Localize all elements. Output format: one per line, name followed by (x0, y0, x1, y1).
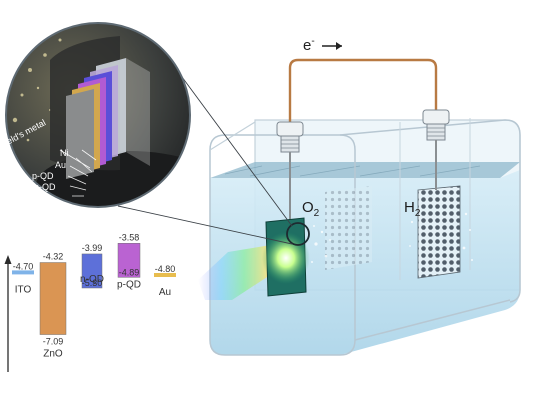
inset-label-pqd-2: p-QD (34, 182, 56, 192)
external-circuit (276, 58, 450, 222)
inset-ring (5, 22, 191, 208)
inset-label-ni: Ni (60, 148, 69, 158)
water-tank (209, 118, 521, 356)
label-au: Au (159, 287, 171, 298)
hydrogen-label: H2 (404, 199, 421, 219)
wire (288, 58, 438, 132)
zoom-lines (117, 57, 293, 245)
inset-label-zno: ZnO (32, 193, 50, 203)
label-n-qd: n-QD (80, 274, 104, 285)
cathode-mesh (418, 186, 460, 278)
electron-label: e- (303, 36, 315, 54)
level-bottom-zno: -7.09 (43, 337, 64, 347)
label-ito: ITO (15, 284, 32, 295)
level-bottom-n-qd: -5.30 (82, 278, 103, 288)
gas-bubbles (311, 212, 473, 263)
band-p-qd (117, 243, 141, 278)
water-surface (210, 162, 520, 178)
level-top-p-qd: -3.58 (119, 232, 140, 242)
energy-axis-arrowhead (4, 255, 12, 264)
inset-label-ito: ITO (36, 204, 51, 214)
light-mesh-panel (325, 186, 372, 270)
level-bottom-p-qd: -4.89 (119, 267, 140, 277)
oxygen-label: O2 (302, 199, 320, 219)
layer-ni (66, 89, 94, 179)
inset-label-pqd-1: p-QD (32, 171, 54, 181)
label-zno: ZnO (43, 349, 63, 360)
level-top-zno: -4.32 (43, 252, 64, 262)
band-au (154, 273, 176, 277)
level-top-n-qd: -3.99 (82, 243, 103, 253)
level-top-au: -4.80 (155, 264, 176, 274)
band-ito (12, 270, 34, 275)
band-n-qd (81, 253, 103, 289)
tank-divider (399, 118, 471, 280)
level-top-ito: -4.70 (13, 261, 34, 271)
zoom-highlight-circle (286, 222, 310, 246)
device-inset: Field's metal Ni Au p-QD p-QD ZnO ITO (0, 22, 191, 214)
inset-label-au: Au (55, 160, 66, 170)
photoanode-device (262, 217, 310, 297)
label-p-qd: p-QD (117, 279, 141, 290)
band-zno (39, 262, 67, 335)
